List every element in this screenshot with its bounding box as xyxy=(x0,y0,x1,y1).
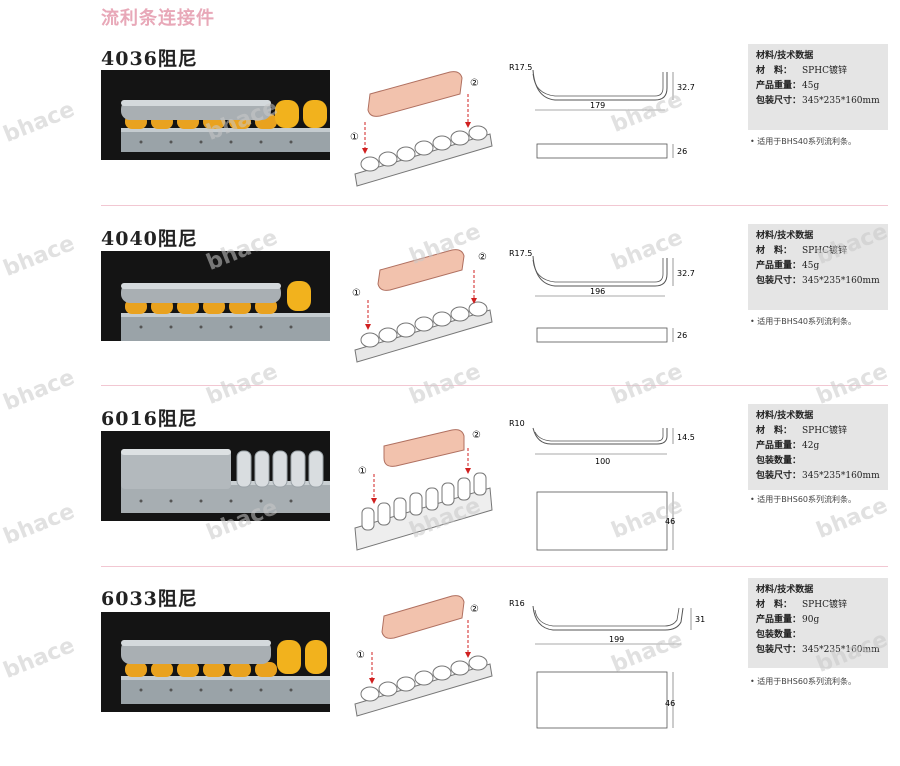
weight-key: 产品重量： xyxy=(756,441,802,451)
section-divider xyxy=(101,205,888,206)
step-1-label: ① xyxy=(356,650,365,661)
package-size-value: 345*235*160mm xyxy=(802,96,880,106)
product-section-4036: 4036阻尼 ① ② xyxy=(0,44,900,224)
weight-key: 产品重量： xyxy=(756,615,802,625)
product-photo xyxy=(101,431,330,521)
radius-label: R17.5 xyxy=(509,63,532,72)
installation-diagram: ① ② xyxy=(340,64,500,204)
package-size-value: 345*235*160mm xyxy=(802,276,880,286)
height-label: 31 xyxy=(695,615,705,624)
installation-diagram: ① ② xyxy=(340,592,500,732)
radius-label: R17.5 xyxy=(509,249,532,258)
product-section-6016: 6016阻尼 ① xyxy=(0,404,900,584)
material-value: SPHC镀锌 xyxy=(802,66,847,76)
weight-value: 90g xyxy=(802,615,820,625)
package-qty-key: 包装数量： xyxy=(756,456,802,466)
section-title: 4040阻尼 xyxy=(101,228,198,250)
section-divider xyxy=(101,566,888,567)
profile-drawing: R17.5 196 32.7 26 xyxy=(505,244,705,394)
spec-header: 材料/技术数据 xyxy=(756,231,814,241)
step-2-label: ② xyxy=(472,430,481,441)
page-title: 流利条连接件 xyxy=(101,8,215,29)
section-title: 6016阻尼 xyxy=(101,408,198,430)
side-height-label: 46 xyxy=(665,699,675,708)
package-qty-key: 包装数量： xyxy=(756,630,802,640)
width-label: 196 xyxy=(590,287,605,296)
material-key: 材 料： xyxy=(756,246,793,256)
package-size-key: 包装尺寸： xyxy=(756,96,802,106)
side-height-label: 26 xyxy=(677,331,687,340)
product-section-6033: 6033阻尼 ① ② xyxy=(0,578,900,764)
package-size-value: 345*235*160mm xyxy=(802,471,880,481)
installation-diagram: ① ② xyxy=(340,424,500,564)
material-key: 材 料： xyxy=(756,600,793,610)
material-value: SPHC镀锌 xyxy=(802,600,847,610)
product-photo xyxy=(101,70,330,160)
width-label: 100 xyxy=(595,457,610,466)
spec-header: 材料/技术数据 xyxy=(756,585,814,595)
height-label: 32.7 xyxy=(677,269,695,278)
package-size-key: 包装尺寸： xyxy=(756,471,802,481)
application-note: • 适用于BHS60系列流利条。 xyxy=(750,677,857,686)
material-value: SPHC镀锌 xyxy=(802,426,847,436)
height-label: 32.7 xyxy=(677,83,695,92)
profile-drawing: R10 100 14.5 46 xyxy=(505,414,705,564)
spec-box: 材料/技术数据 材 料： SPHC镀锌 产品重量：45g 包装尺寸：345*235… xyxy=(748,44,888,130)
profile-drawing: R17.5 179 32.7 26 xyxy=(505,58,705,208)
spec-header: 材料/技术数据 xyxy=(756,51,814,61)
step-2-label: ② xyxy=(470,604,479,615)
spec-box: 材料/技术数据 材 料： SPHC镀锌 产品重量：42g 包装数量： 包装尺寸：3… xyxy=(748,404,888,490)
side-height-label: 46 xyxy=(665,517,675,526)
spec-box: 材料/技术数据 材 料： SPHC镀锌 产品重量：45g 包装尺寸：345*235… xyxy=(748,224,888,310)
weight-value: 42g xyxy=(802,441,820,451)
package-size-value: 345*235*160mm xyxy=(802,645,880,655)
installation-diagram: ① ② xyxy=(340,242,500,382)
radius-label: R16 xyxy=(509,599,525,608)
weight-value: 45g xyxy=(802,261,820,271)
step-1-label: ① xyxy=(358,466,367,477)
section-title: 4036阻尼 xyxy=(101,48,198,70)
radius-label: R10 xyxy=(509,419,525,428)
material-value: SPHC镀锌 xyxy=(802,246,847,256)
step-2-label: ② xyxy=(470,78,479,89)
package-size-key: 包装尺寸： xyxy=(756,276,802,286)
application-note: • 适用于BHS60系列流利条。 xyxy=(750,495,857,504)
material-key: 材 料： xyxy=(756,426,793,436)
material-key: 材 料： xyxy=(756,66,793,76)
package-size-key: 包装尺寸： xyxy=(756,645,802,655)
step-1-label: ① xyxy=(350,132,359,143)
height-label: 14.5 xyxy=(677,433,695,442)
weight-key: 产品重量： xyxy=(756,81,802,91)
width-label: 199 xyxy=(609,635,624,644)
profile-drawing: R16 199 31 46 xyxy=(505,594,705,744)
weight-value: 45g xyxy=(802,81,820,91)
section-divider xyxy=(101,385,888,386)
product-photo xyxy=(101,251,330,341)
spec-box: 材料/技术数据 材 料： SPHC镀锌 产品重量：90g 包装数量： 包装尺寸：3… xyxy=(748,578,888,668)
spec-header: 材料/技术数据 xyxy=(756,411,814,421)
section-title: 6033阻尼 xyxy=(101,588,198,610)
product-photo xyxy=(101,612,330,712)
weight-key: 产品重量： xyxy=(756,261,802,271)
step-1-label: ① xyxy=(352,288,361,299)
product-section-4040: 4040阻尼 ① ② xyxy=(0,224,900,404)
application-note: • 适用于BHS40系列流利条。 xyxy=(750,317,857,326)
application-note: • 适用于BHS40系列流利条。 xyxy=(750,137,857,146)
step-2-label: ② xyxy=(478,252,487,263)
width-label: 179 xyxy=(590,101,605,110)
side-height-label: 26 xyxy=(677,147,687,156)
